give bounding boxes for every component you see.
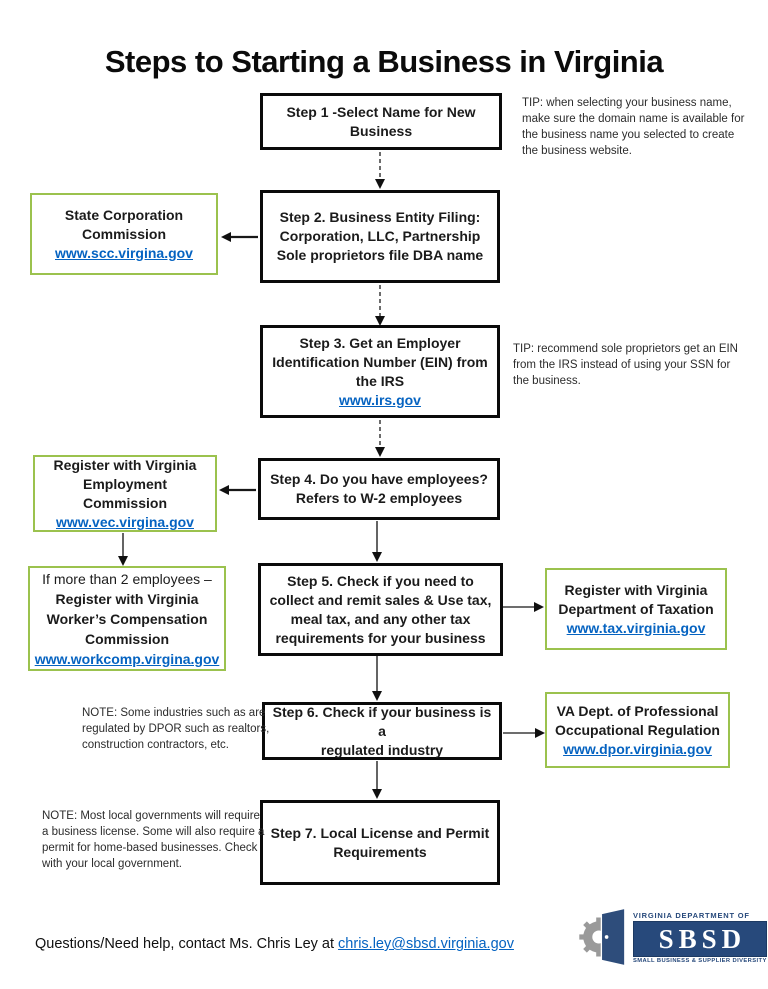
step-5-box: Step 5. Check if you need to collect and… [258, 563, 503, 656]
step-1-line: Business [349, 122, 413, 139]
gear-door-icon [579, 907, 626, 967]
dpor-line: VA Dept. of Professional [556, 702, 719, 719]
workcomp-line: Commission [84, 630, 169, 647]
step-5-line: requirements for your business [275, 629, 486, 646]
logo-tagline-text: SMALL BUSINESS & SUPPLIER DIVERSITY [633, 957, 767, 964]
step-3-line: the IRS [355, 372, 405, 389]
arrow-step5-to-tax [503, 602, 544, 612]
note-dpor: NOTE: Some industries such as are regula… [82, 707, 270, 751]
vec-box: Register with Virginia Employment Commis… [33, 455, 217, 532]
step-6-line: Step 6. Check if your business is a [272, 703, 492, 739]
logo-department-text: VIRGINIA DEPARTMENT OF [633, 910, 750, 920]
scc-line: Commission [81, 225, 166, 242]
step-2-line: Step 2. Business Entity Filing: [279, 209, 481, 225]
scc-link[interactable]: www.scc.virgina.gov [55, 244, 193, 261]
step-1-line: Step 1 -Select Name for New [286, 103, 476, 120]
arrow-vec-to-workcomp [118, 533, 128, 566]
workcomp-intro: If more than 2 employees – [42, 570, 212, 587]
workcomp-box: If more than 2 employees – Register with… [28, 566, 226, 671]
workcomp-link[interactable]: www.workcomp.virgina.gov [34, 650, 220, 667]
scc-box: State Corporation Commission www.scc.vir… [30, 193, 218, 275]
step-2-box: Step 2. Business Entity Filing: Corporat… [260, 190, 500, 283]
note-local-license: NOTE: Most local governments will requir… [42, 810, 265, 870]
dpor-line: Occupational Regulation [555, 721, 720, 738]
step-4-box: Step 4. Do you have employees? Refers to… [258, 458, 500, 520]
arrow-step2-to-step3 [375, 285, 385, 326]
vec-line: Employment Commission [82, 475, 167, 511]
step-5-line: Step 5. Check if you need to [287, 572, 474, 589]
vec-line: Register with Virginia [53, 456, 197, 473]
tax-box: Register with Virginia Department of Tax… [545, 568, 727, 650]
step-5-line: meal tax, and any other tax [290, 610, 471, 627]
step-6-line: regulated industry [320, 741, 444, 758]
step-1-box: Step 1 -Select Name for New Business [260, 93, 502, 150]
dpor-box: VA Dept. of Professional Occupational Re… [545, 692, 730, 768]
arrow-step3-to-step4 [375, 420, 385, 457]
step-6-box: Step 6. Check if your business is a regu… [262, 702, 502, 760]
dpor-link[interactable]: www.dpor.virginia.gov [563, 740, 712, 757]
arrow-step5-to-step6 [372, 656, 382, 701]
step-7-box: Step 7. Local License and Permit Require… [260, 800, 500, 885]
arrow-step4-to-vec [219, 485, 256, 495]
step-5-line: collect and remit sales & Use tax, [269, 591, 492, 608]
arrow-step6-to-dpor [503, 728, 545, 738]
step-4-line: Step 4. Do you have employees? [270, 471, 488, 487]
step-2-line: Sole proprietors file DBA name [276, 247, 484, 263]
workcomp-line: Register with Virginia [55, 590, 199, 607]
tip-ein: TIP: recommend sole proprietors get an E… [513, 343, 738, 387]
step-4-line: Refers to W-2 employees [295, 490, 463, 506]
tax-line: Department of Taxation [558, 600, 714, 617]
tax-line: Register with Virginia [564, 581, 708, 598]
tip-domain-name: TIP: when selecting your business name, … [522, 97, 745, 157]
step-3-box: Step 3. Get an Employer Identification N… [260, 325, 500, 418]
arrow-step1-to-step2 [375, 152, 385, 189]
irs-link[interactable]: www.irs.gov [339, 391, 421, 408]
contact-line: Questions/Need help, contact Ms. Chris L… [35, 936, 514, 952]
arrow-step6-to-step7 [372, 761, 382, 799]
arrow-step4-to-step5 [372, 521, 382, 562]
tax-link[interactable]: www.tax.virginia.gov [566, 619, 706, 636]
step-7-line: Step 7. Local License and Permit [270, 824, 490, 841]
contact-text: Questions/Need help, contact Ms. Chris L… [35, 936, 339, 952]
step-3-line: Identification Number (EIN) from [272, 353, 488, 370]
step-2-line: Corporation, LLC, Partnership [279, 228, 481, 244]
workcomp-line: Worker’s Compensation [46, 610, 208, 627]
step-7-line: Requirements [333, 843, 427, 860]
arrow-step2-to-scc [221, 232, 258, 242]
sbsd-logo: VIRGINIA DEPARTMENT OF SBSD SMALL BUSINE… [578, 905, 767, 969]
scc-line: State Corporation [64, 206, 184, 223]
vec-link[interactable]: www.vec.virgina.gov [56, 513, 194, 530]
logo-acronym-text: SBSD [633, 920, 767, 957]
contact-email-link[interactable]: chris.ley@sbsd.virginia.gov [338, 936, 514, 952]
step-3-line: Step 3. Get an Employer [299, 334, 461, 351]
page-title: Steps to Starting a Business in Virginia [104, 44, 664, 79]
